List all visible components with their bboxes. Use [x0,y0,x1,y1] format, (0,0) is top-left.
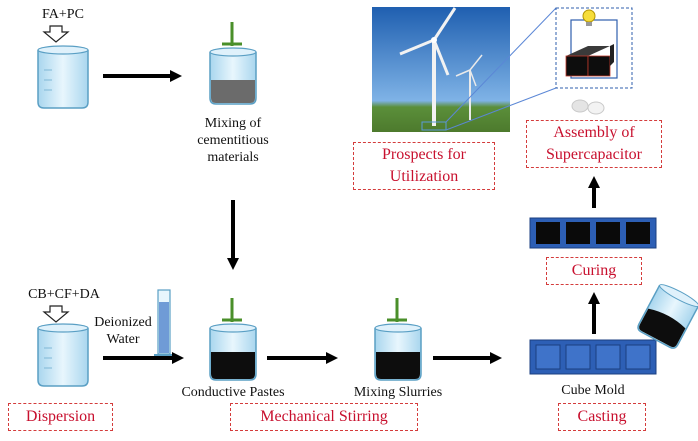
cube-mold [529,339,657,375]
zoom-line [445,7,557,123]
beaker-mixing-cementitious [209,22,257,105]
mixing-cementitious-label: Mixing of cementitious materials [176,115,290,166]
mixing-line-1: Mixing of [204,116,262,131]
deionized-water-label: Deionized Water [90,314,156,348]
supercapacitor-assembly-image [555,7,633,115]
input-cb-cf-da-label: CB+CF+DA [28,287,100,302]
mixing-line-2: cementitious [197,133,269,148]
water-line-2: Water [106,332,140,347]
stage-prospects-utilization: Prospects for Utilization [353,142,495,190]
cube-mold-label: Cube Mold [561,383,625,398]
prospects-line-1: Prospects for [382,146,466,163]
mixing-line-3: materials [207,150,259,165]
stage-mechanical-stirring: Mechanical Stirring [230,403,418,431]
stage-curing: Curing [546,257,642,285]
down-arrow-icon [42,305,70,323]
curing-mold [529,217,657,249]
input-fa-pc-label: FA+PC [42,7,84,22]
light-bulb-icon [582,9,596,26]
assembly-line-2: Supercapacitor [546,146,642,163]
conductive-pastes-label: Conductive Pastes [181,385,285,400]
down-arrow-icon [42,25,70,43]
beaker-cb-cf-da [37,305,89,387]
pouring-beaker-icon [637,284,698,349]
stage-casting: Casting [558,403,646,431]
wind-turbine-image [372,7,510,132]
mixing-slurries-label: Mixing Slurries [353,385,443,400]
stage-assembly-supercapacitor: Assembly of Supercapacitor [526,120,662,168]
beaker-mixing-slurries [374,298,422,381]
beaker-fa-pc [37,25,89,109]
water-line-1: Deionized [94,315,152,330]
graduated-cylinder-icon [154,289,174,357]
stage-dispersion: Dispersion [8,403,113,431]
prospects-line-2: Utilization [389,168,459,185]
assembly-line-1: Assembly of [553,124,635,141]
beaker-conductive-pastes [209,298,257,381]
zoom-line [445,87,557,131]
